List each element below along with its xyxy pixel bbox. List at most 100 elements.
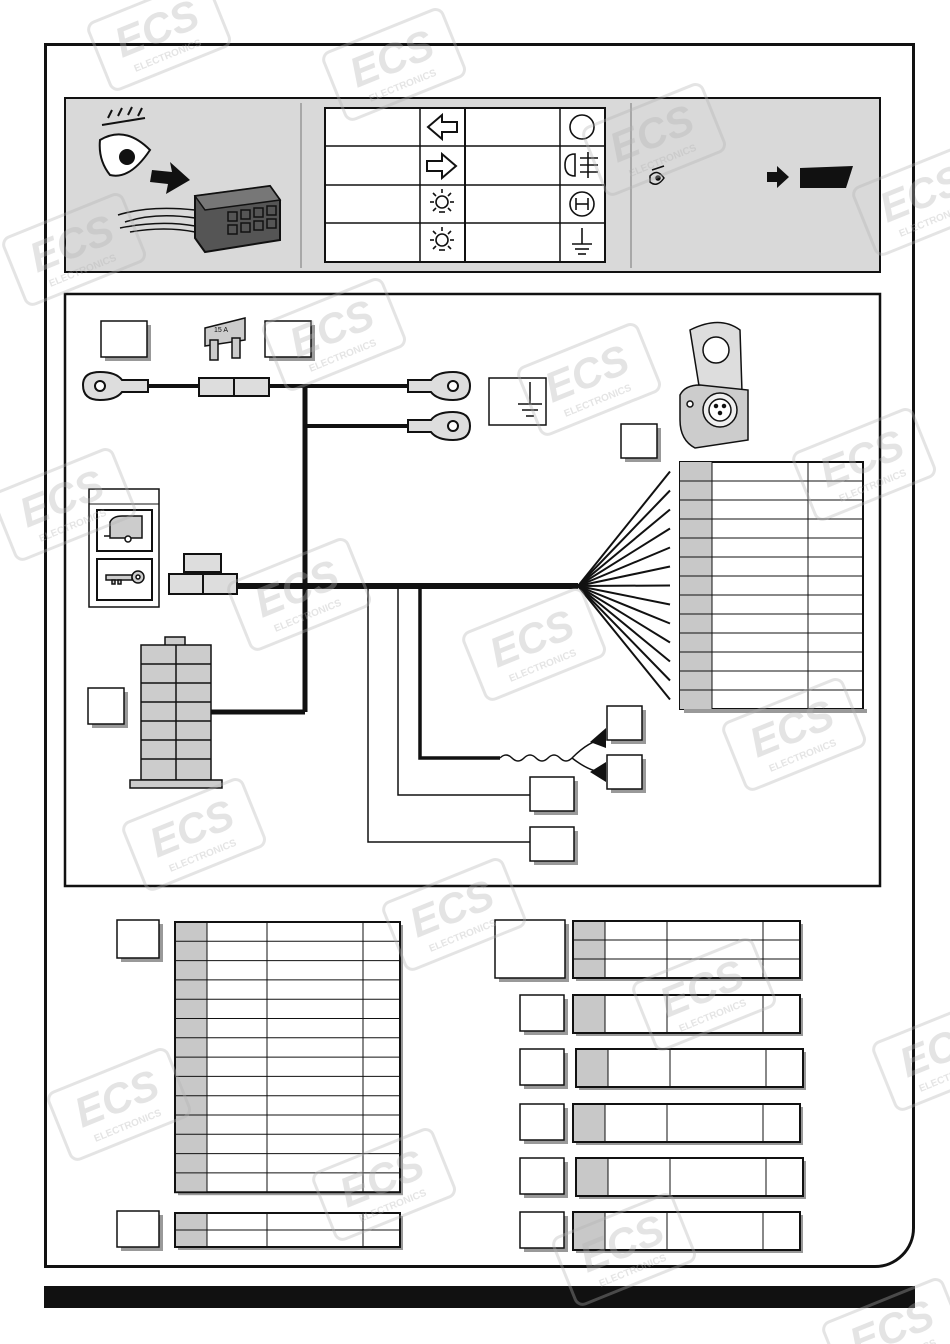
arrow-pointer [590,728,606,748]
callout-box [116,1210,160,1248]
watermark-frame [312,1127,456,1241]
arrow-left-icon [426,112,458,142]
table-frame [572,1103,801,1143]
eye-arrow-connector-icon [98,106,282,254]
table-frame [575,1157,804,1197]
table-pin-column [577,1050,608,1086]
callout-box [519,1211,565,1249]
callout-box [100,320,148,358]
page-frame [44,43,915,1268]
callout-box [87,687,125,725]
arrow-right-icon [426,151,458,181]
eye-icon [649,165,665,185]
bottom-right-single-table [572,1211,803,1253]
socket-wire [577,565,671,587]
table-pin-column [574,922,605,977]
watermark-frame [582,82,726,196]
watermark-frame [722,677,866,791]
socket-table-shadow [684,709,867,713]
callout-box [116,919,160,959]
arrow-right-icon [767,166,789,188]
footer-bar [44,1286,915,1308]
watermark-frame [462,587,606,701]
socket-wire [577,527,671,587]
callout-box [519,1157,565,1195]
key-icon [105,570,145,585]
connector-black-icon [800,166,853,188]
arrow-pointer [590,762,606,782]
lamp-icon [430,227,454,251]
table-pin-column [574,1213,605,1249]
watermark-frame [47,1047,191,1161]
circle-lamp-icon [569,114,595,140]
socket-wire [577,546,671,587]
watermark-frame [852,142,950,256]
bottom-tables [116,919,806,1253]
watermark-frame [822,1277,950,1344]
bottom-right-single-table [572,1103,803,1145]
socket-wire [577,585,671,701]
watermark-frame [2,192,146,306]
table-frame [572,994,801,1034]
callout-box [519,994,565,1032]
fog-lamp-icon [564,152,598,178]
watermark-frame [792,407,936,521]
socket-wire [577,585,671,663]
socket-wire [577,470,671,587]
callout-boxes [87,320,661,865]
socket-wire [577,508,671,587]
watermark-frame [122,777,266,891]
watermark-brand: ECS [843,1290,941,1344]
caravan-icon [104,515,143,543]
watermark-frame [632,937,776,1051]
bottom-right-single-table [575,1157,806,1199]
callout-box [264,320,312,358]
fuse-label: 15 A [214,327,228,334]
watermark-frame [262,277,406,391]
watermark-frame [227,537,371,651]
watermark-frame [517,322,661,436]
header-panel [64,97,881,273]
callout-box [606,705,643,741]
socket-wire [577,585,671,682]
bottom-right-single-table [572,994,803,1036]
socket-wire [577,585,671,644]
callout-box [519,1048,565,1086]
socket-wire [577,489,671,587]
watermark-frame [87,0,231,91]
fuse-holder [198,377,270,397]
bottom-left-main-table [174,921,403,1196]
socket-table-pin-column [680,462,712,709]
socket-wire [577,585,671,625]
brake-lamp-icon [569,191,595,217]
ring-terminal-right-bottom [407,410,472,442]
callout-box [494,919,566,979]
table-frame [572,920,801,979]
ground-symbol-box [488,377,547,426]
table-frame [575,1048,804,1088]
callout-box [606,754,643,790]
lamp-icon [430,189,454,213]
socket-wire [577,584,671,587]
watermark-frame [552,1192,696,1306]
table-pin-column [574,996,605,1032]
diagram-panel: 15 A [63,292,882,888]
callout-box [519,1103,565,1141]
table-frame [572,1211,801,1251]
bottom-left-small-table [174,1212,403,1250]
callout-box [529,776,575,812]
callout-box [529,826,575,862]
watermark-frame [322,7,466,121]
watermark-frame [0,447,136,561]
fuse-icon: 15 A [204,317,246,361]
watermark-frame [872,997,950,1111]
callout-box [620,423,658,459]
socket-pin-table [679,461,867,713]
13-pin-socket-icon [679,321,749,449]
fuse-box [129,636,223,789]
